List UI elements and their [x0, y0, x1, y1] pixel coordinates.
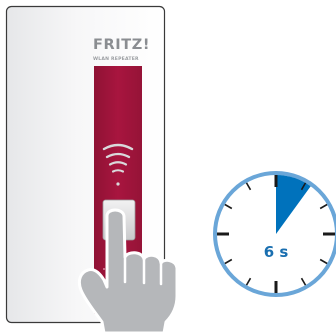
device-subtitle: WLAN REPEATER [93, 56, 139, 62]
stopwatch-icon: 6 s [215, 173, 336, 295]
status-led [103, 268, 105, 270]
timer-face [215, 173, 336, 295]
brand-logo: FRITZ! [93, 37, 150, 53]
timer-label: 6 s [264, 243, 289, 261]
